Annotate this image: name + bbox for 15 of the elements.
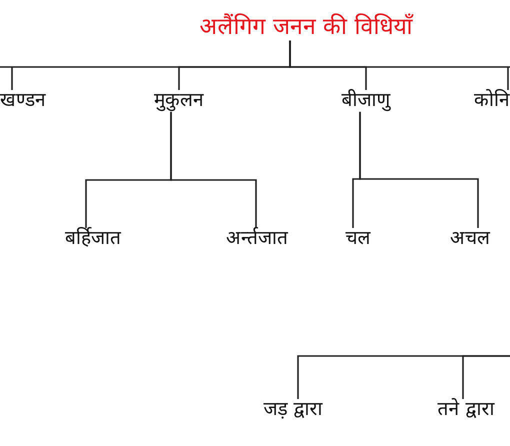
- node-label: बीजाणु: [342, 90, 390, 112]
- node-label: चल: [346, 228, 370, 250]
- root-label: अलैंगिग जनन की विधियाँ: [200, 14, 412, 40]
- connector-line: [289, 40, 510, 91]
- node-label: खण्डन: [0, 90, 46, 112]
- node-label: जड़ द्वारा: [263, 399, 323, 421]
- node-label: तने द्वारा: [437, 399, 495, 421]
- connector-line: [170, 112, 257, 228]
- node-label: बर्हिजात: [65, 228, 121, 250]
- node-label: अचल: [450, 228, 490, 250]
- node-label: कोनि: [474, 90, 510, 112]
- node-label: मुकुलन: [154, 90, 204, 112]
- connector-line: [462, 355, 510, 399]
- connector-line: [359, 112, 479, 228]
- node-label: अर्न्तजात: [226, 228, 288, 250]
